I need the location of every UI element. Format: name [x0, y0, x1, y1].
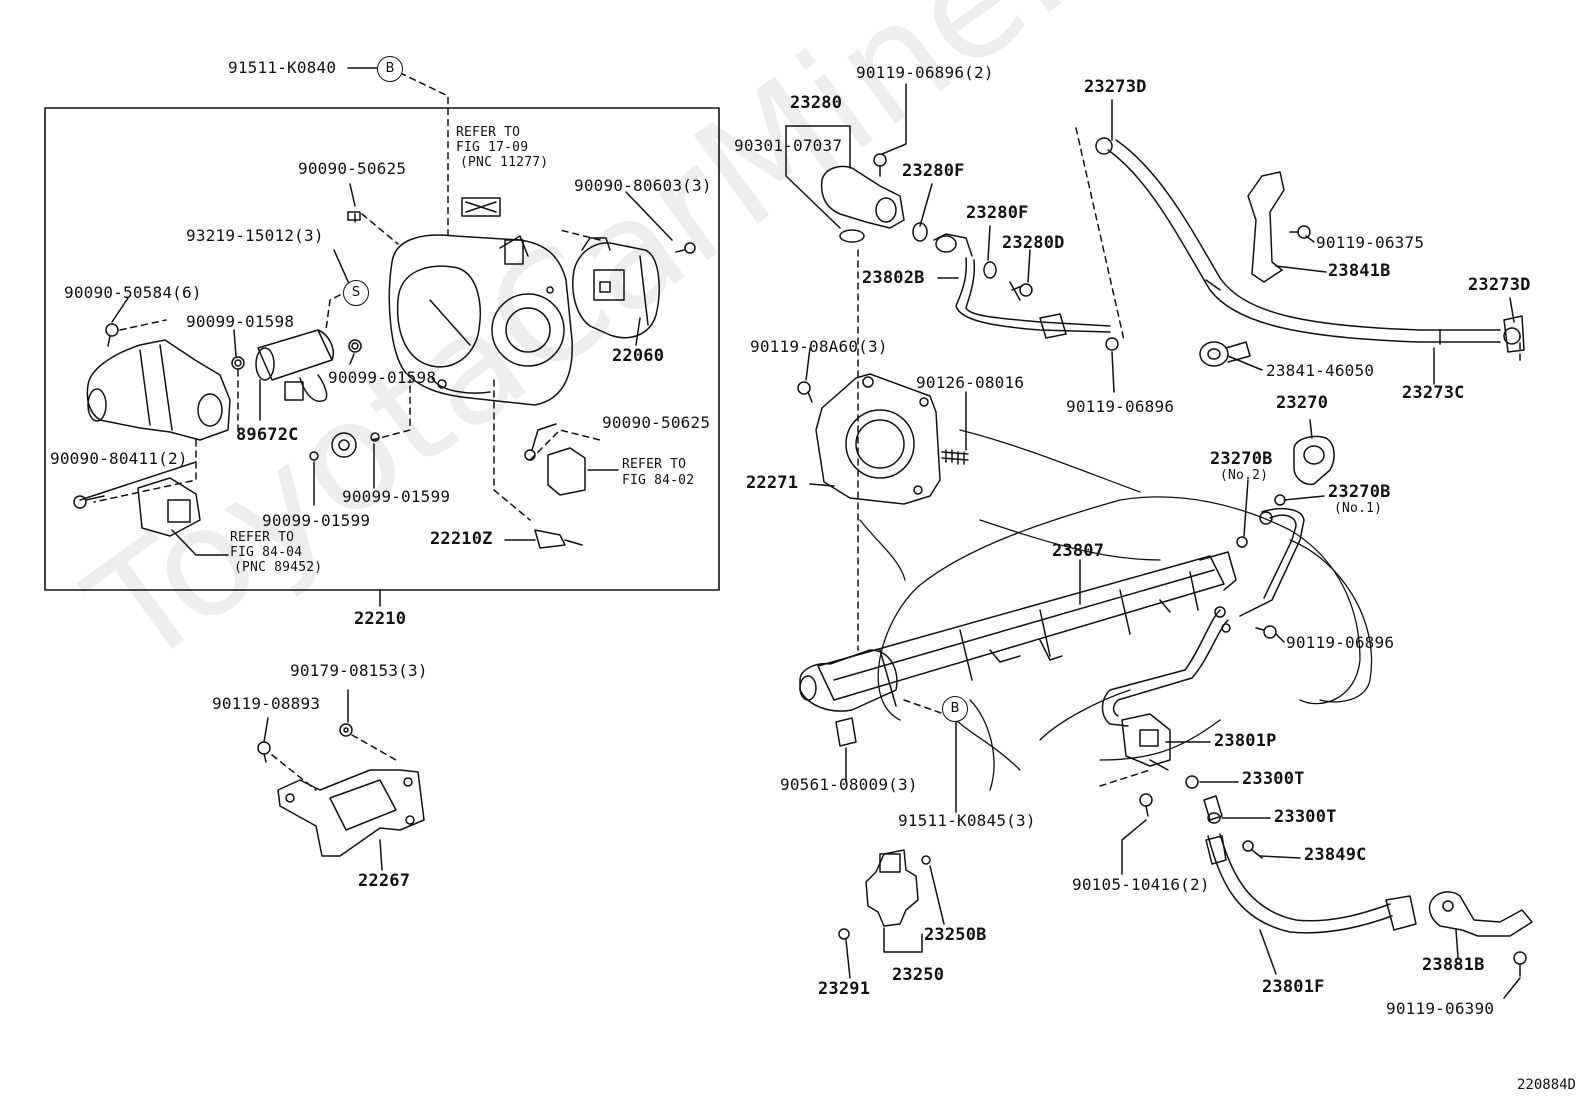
part-label: 90561-08009(3)	[780, 775, 918, 794]
sensor-22060	[572, 237, 660, 339]
part-label: 23273C	[1402, 383, 1465, 403]
part-label: 23300T	[1274, 807, 1337, 827]
part-label: 22267	[358, 871, 411, 891]
part-label: 90105-10416(2)	[1072, 875, 1210, 894]
motor-89672c	[255, 329, 334, 402]
part-label: 90099-01599	[262, 511, 371, 530]
part-label: 93219-15012(3)	[186, 226, 324, 245]
part-label: 90099-01598	[186, 312, 295, 331]
fuel-regulator-23280	[820, 153, 1033, 301]
part-label: 89672C	[236, 425, 299, 445]
part-label: 23849C	[1304, 845, 1367, 865]
part-label: 90126-08016	[916, 373, 1025, 392]
part-label: 23270	[1276, 393, 1329, 413]
part-label: 90119-08A60(3)	[750, 337, 888, 356]
refer-note: FIG 84-04	[230, 545, 303, 560]
refer-note: (PNC 11277)	[460, 155, 549, 170]
bracket-small	[524, 242, 696, 496]
marker-b-bottom: B	[942, 696, 968, 722]
marker-s: S	[343, 280, 369, 306]
small-parts-left	[73, 211, 380, 509]
part-label: 22210	[354, 609, 407, 629]
part-label: 90090-50584(6)	[64, 283, 202, 302]
stud-90126-08016	[941, 449, 969, 465]
part-label: 90119-06896	[1066, 397, 1175, 416]
part-label: 90090-80411(2)	[50, 449, 188, 468]
refer-note: FIG 17-09	[456, 140, 529, 155]
part-label: 90090-80603(3)	[574, 176, 712, 195]
part-label: 23881B	[1422, 955, 1485, 975]
part-label: 23801P	[1214, 731, 1277, 751]
leader-lines-left	[79, 67, 673, 556]
dashed-leaders-right	[857, 127, 1521, 787]
part-label: 90119-06896(2)	[856, 63, 994, 82]
part-label: 23807	[1052, 541, 1105, 561]
part-label: 23270B	[1210, 449, 1273, 469]
part-label: 90090-50625	[298, 159, 407, 178]
fuel-rail-23807	[799, 551, 1237, 712]
part-label: 23802B	[862, 268, 925, 288]
clip-23841-46050	[1199, 341, 1251, 367]
gasket-ref	[461, 197, 501, 217]
refer-note: REFER TO	[622, 457, 687, 472]
fuel-pipe-23802b	[955, 257, 1119, 351]
part-label: 23250B	[924, 925, 987, 945]
injector-23250	[838, 849, 931, 940]
part-label: 22210Z	[430, 529, 493, 549]
actuator-housing	[86, 339, 231, 441]
part-label: 23801F	[1262, 977, 1325, 997]
adapter-22271	[815, 373, 941, 505]
part-label: 23280	[790, 93, 843, 113]
part-label: 23280F	[902, 161, 965, 181]
part-label: 91511-K0840	[228, 58, 337, 77]
figure-id: 220884D	[1516, 1077, 1576, 1093]
part-label: 90119-06390	[1386, 999, 1495, 1018]
part-label: 23280D	[1002, 233, 1065, 253]
part-label: 90119-08893	[212, 694, 321, 713]
bracket-23841b	[1247, 171, 1311, 283]
part-label-note: (No.1)	[1334, 501, 1383, 516]
assembly-box-22210	[44, 107, 720, 591]
part-label: 23273D	[1468, 275, 1531, 295]
intake-manifold	[859, 429, 1373, 791]
nut-90561	[835, 717, 857, 747]
refer-note: (PNC 89452)	[234, 560, 323, 575]
dashed-leaders-left	[93, 67, 601, 521]
part-label: 90119-06375	[1316, 233, 1425, 252]
hose-23801f	[1139, 775, 1417, 934]
refer-note: FIG 84-02	[622, 473, 695, 488]
part-label: 23250	[892, 965, 945, 985]
fuel-pipe-23801p	[1101, 606, 1231, 771]
refer-note: REFER TO	[456, 125, 521, 140]
leader-lines-right	[785, 83, 1521, 999]
sensor-89452	[137, 477, 201, 537]
part-label: 23273D	[1084, 77, 1147, 97]
sensor-22210z	[534, 529, 583, 549]
marker-b-top: B	[377, 56, 403, 82]
part-label: 22060	[612, 346, 665, 366]
part-label: 23280F	[966, 203, 1029, 223]
part-label: 90090-50625	[602, 413, 711, 432]
part-label: 90099-01599	[342, 487, 451, 506]
part-label: 90179-08153(3)	[290, 661, 428, 680]
part-label: 22271	[746, 473, 799, 493]
part-label: 90301-07037	[734, 136, 843, 155]
part-label: 91511-K0845(3)	[898, 811, 1036, 830]
refer-note: REFER TO	[230, 530, 295, 545]
part-label-note: (No.2)	[1220, 468, 1269, 483]
part-label: 90119-06896	[1286, 633, 1395, 652]
part-label: 23841-46050	[1266, 361, 1375, 380]
bolt-90119-06896-b	[1255, 625, 1277, 639]
part-label: 23300T	[1242, 769, 1305, 789]
hose-23273c	[1095, 137, 1525, 353]
bracket-23881b	[1428, 891, 1533, 977]
part-label: 23291	[818, 979, 871, 999]
bolt-90119-08a60	[797, 381, 813, 403]
bracket-22267	[257, 723, 425, 857]
part-label: 23841B	[1328, 261, 1391, 281]
part-label: 90099-01598	[328, 368, 437, 387]
part-label: 23270B	[1328, 482, 1391, 502]
